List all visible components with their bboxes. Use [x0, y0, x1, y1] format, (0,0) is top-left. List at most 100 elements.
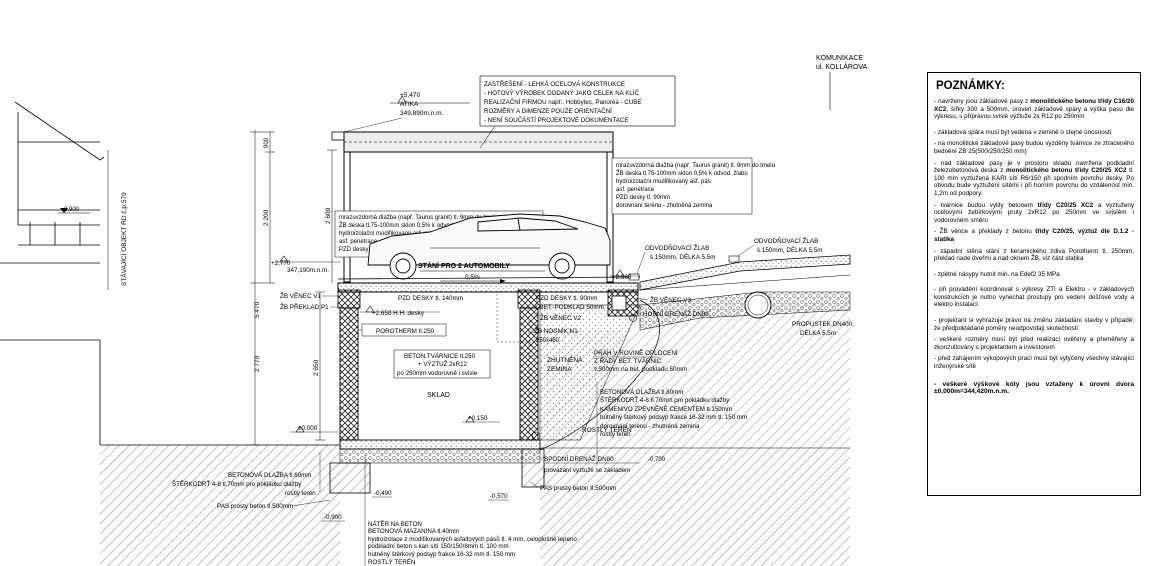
svg-text:2,900: 2,900 — [64, 207, 80, 213]
floor-right-layers: BETONOVÁ DLAŽBA tl.80mm ŠTĚRKODRŤ 4-8 tl… — [596, 382, 747, 465]
road-label: KOMUNIKACE ul. KOLLÁROVA — [816, 55, 868, 71]
svg-text:REALIZAČNÍ FIRMOU např.: Hobby: REALIZAČNÍ FIRMOU např.: Hobbytec, Panor… — [484, 99, 642, 106]
level-0150: +0,150 — [462, 415, 500, 423]
ring-beams — [337, 289, 639, 317]
svg-text:asf. penetrace: asf. penetrace — [339, 239, 378, 245]
note-item: - před zahájením výkopových prací musí b… — [934, 355, 1134, 371]
svg-text:+2,650 H.H. desky: +2,650 H.H. desky — [372, 310, 425, 317]
svg-text:v.500mm na bet. podkladu 50mm: v.500mm na bet. podkladu 50mm — [594, 366, 687, 373]
dim-5470: 5 470 — [254, 301, 261, 318]
label-pas-right: PAS prostý beton tl.500mm — [540, 485, 616, 492]
note-item: - nad základové pasy je v prostoru sklad… — [934, 159, 1134, 197]
label-pzd90: PZD DESKY tl. 90mm — [536, 295, 597, 302]
svg-text:podkladní beton s kari sítí 15: podkladní beton s kari sítí 150/150/8mm … — [368, 543, 509, 550]
note-item: - zpětné násypy hutnit min. na Edef2 35 … — [934, 270, 1060, 278]
svg-text:rostlý terén: rostlý terén — [600, 431, 631, 438]
svg-text:+5,470: +5,470 — [400, 92, 420, 99]
dim-2770: 2 770 — [254, 355, 261, 372]
storage-floor — [329, 439, 545, 494]
svg-text:ATIKA: ATIKA — [400, 101, 419, 108]
label-pas-left: PAS prostý beton tl.500mm — [217, 503, 293, 510]
svg-text:po 250mm vodorovně i svisle: po 250mm vodorovně i svisle — [397, 370, 478, 377]
label-drenaz: HORNÍ DRENÁŽ DN80 — [643, 309, 709, 318]
notes-final: - veškeré výškové kóty jsou vztaženy k ú… — [934, 380, 1134, 396]
svg-text:ŽB deska tl.75-100mm sklon 0,5: ŽB deska tl.75-100mm sklon 0,5% k odvod.… — [339, 221, 471, 229]
svg-text:ul. KOLLÁROVA: ul. KOLLÁROVA — [816, 62, 868, 71]
svg-text:ROZMĚRY A DIMENZE POUZE ORIENT: ROZMĚRY A DIMENZE POUZE ORIENTAČNÍ — [484, 107, 612, 115]
label-pzd140: PZD DESKY tl. 140mm — [398, 295, 463, 302]
note-item: - veškeré rozměry musí být před realizac… — [934, 336, 1134, 351]
svg-text:- NENÍ SOUČÁSTÍ PROJEKTOVÉ DOK: - NENÍ SOUČÁSTÍ PROJEKTOVÉ DOKUMENTACE — [484, 117, 629, 124]
svg-text:+0,150: +0,150 — [468, 415, 488, 422]
level-zero: ±0,000 — [290, 425, 338, 433]
svg-text:-0,700: -0,700 — [648, 457, 666, 463]
beam-n1: ŽB NOSNÍK N1 250x460 — [496, 291, 578, 344]
ground-right — [540, 450, 850, 566]
svg-text:BETONOVÁ DLAŽBA tl.80mm: BETONOVÁ DLAŽBA tl.80mm — [600, 388, 683, 396]
svg-text:asf. penetrace: asf. penetrace — [616, 187, 655, 193]
porotherm-label: POROTHERM tl.250 — [358, 323, 447, 337]
ground-left — [100, 445, 340, 566]
svg-text:mrazuvzdorná dlažba (např. Tau: mrazuvzdorná dlažba (např. Taurus granit… — [339, 215, 498, 221]
svg-text:KOMUNIKACE: KOMUNIKACE — [816, 55, 863, 62]
svg-text:STÁNÍ PRO 2 AUTOMOBILY: STÁNÍ PRO 2 AUTOMOBILY — [418, 261, 510, 270]
svg-text:NÁTĚR NA BETON: NÁTĚR NA BETON — [368, 520, 422, 528]
svg-text:347,190m.n.m.: 347,190m.n.m. — [287, 267, 329, 274]
label-zb-venec-v3: ŽB VĚNEC V3 — [650, 295, 691, 304]
svg-text:hutněný štěrkový podsyp frakce: hutněný štěrkový podsyp frakce 16-32 mm … — [368, 551, 515, 558]
compacted-soil — [539, 304, 641, 441]
svg-text:dorovnání terénu - zhutněná ze: dorovnání terénu - zhutněná zemina — [600, 423, 700, 430]
svg-text:ODVODŇOVACÍ ŽLAB: ODVODŇOVACÍ ŽLAB — [754, 236, 818, 245]
roof-note: ZASTŘEŠENÍ - LEHKÁ OCELOVÁ KONSTRUKCE - … — [479, 75, 676, 127]
svg-text:hydroizolační modifikovaný asf: hydroizolační modifikovaný asf. pás — [616, 179, 711, 185]
svg-text:±0,000: ±0,000 — [298, 425, 318, 432]
attic-level: +5,470 ATIKA 349,890m.n.m. — [343, 92, 470, 133]
svg-text:- HOTOVÝ VÝROBEK DODANÝ JAKO C: - HOTOVÝ VÝROBEK DODANÝ JAKO CELEK NA KL… — [484, 90, 639, 97]
note-item: - navrženy jsou základové pasy z monolit… — [934, 98, 1134, 121]
compacted-soil-label: ZHUTNĚNÁ ZEMINA — [547, 355, 583, 373]
svg-text:hydroizolační modifikovaný asf: hydroizolační modifikovaný asf. pás — [339, 231, 434, 237]
svg-text:BETONOVÁ DLAŽBA tl.60mm: BETONOVÁ DLAŽBA tl.60mm — [228, 471, 311, 479]
label-rostly-teren: ROSTLÝ TERÉN — [582, 425, 632, 434]
svg-text:rostlý terén: rostlý terén — [285, 490, 316, 497]
existing-level-marker: 2,900 — [58, 207, 90, 214]
svg-text:PZD desky tl. 90mm: PZD desky tl. 90mm — [616, 195, 670, 201]
svg-text:BETONOVÁ MAZANINA tl.40mm: BETONOVÁ MAZANINA tl.40mm — [368, 528, 459, 535]
parking-slab: STÁNÍ PRO 2 AUTOMOBILY 0,5% — [337, 261, 641, 293]
label-provazani: provázání výztuže se základem — [544, 467, 630, 474]
note-item: - projektant si vyhrazuje právo na změnu… — [934, 317, 1134, 332]
dim-2650: 2 650 — [313, 359, 320, 376]
svg-text:ZASTŘEŠENÍ - LEHKÁ OCELOVÁ KON: ZASTŘEŠENÍ - LEHKÁ OCELOVÁ KONSTRUKCE — [484, 80, 625, 88]
left-ground-layers: BETONOVÁ DLAŽBA tl.60mm ŠTĚRKODRŤ 4-8 tl… — [172, 452, 321, 497]
svg-text:ŠTĚRKODRŤ 4-8 tl.70mm pro pokl: ŠTĚRKODRŤ 4-8 tl.70mm pro pokládku dlažb… — [172, 480, 302, 488]
svg-text:ŠTĚRKODRŤ 4-8 tl.70mm pro pokl: ŠTĚRKODRŤ 4-8 tl.70mm pro pokládku dlažb… — [600, 396, 730, 404]
section-drawing: KOMUNIKACE ul. KOLLÁROVA STÁVAJÍCÍ OBJEK… — [0, 55, 868, 566]
label-propustek: PROPUSTEK DN400, DÉLKA 5,5m — [792, 321, 854, 337]
drainage-channels — [531, 255, 772, 441]
svg-text:349,890m.n.m.: 349,890m.n.m. — [400, 110, 444, 117]
svg-text:hutněný štěrkový podsyp frakce: hutněný štěrkový podsyp frakce 16-32 mm … — [600, 414, 747, 421]
svg-text:š.150mm, DÉLKA 5,5m: š.150mm, DÉLKA 5,5m — [757, 245, 822, 254]
dimension-lines — [250, 130, 337, 446]
existing-building — [0, 101, 109, 445]
label-zb-preklad-p1: ŽB PŘEKLAD P1 — [280, 302, 329, 311]
svg-text:PZD desky tl. 140mm: PZD desky tl. 140mm — [339, 247, 396, 253]
svg-text:+2,560: +2,560 — [612, 274, 632, 281]
label-bet-podklad: + BET. PODKLAD 50mm — [534, 304, 604, 311]
room-storage: SKLAD — [427, 392, 450, 399]
tvarnice-note: BETON.TVÁRNICE tl.250 + VÝZTUŽ 2xR12 po … — [393, 349, 491, 379]
notes-panel: POZNÁMKY: - navrženy jsou základové pasy… — [927, 72, 1141, 496]
notes-title: POZNÁMKY: — [936, 80, 1005, 92]
svg-text:ŽB deska tl.75-100mm sklon 0,5: ŽB deska tl.75-100mm sklon 0,5% k odvod.… — [616, 169, 748, 177]
svg-text:ODVODŇOVACÍ ŽLAB: ODVODŇOVACÍ ŽLAB — [645, 243, 709, 252]
label-spodni-drenaz: SPODNÍ DRENÁŽ DN80 — [544, 454, 614, 463]
svg-text:-0,900: -0,900 — [324, 514, 342, 521]
svg-text:ZEMINA: ZEMINA — [547, 366, 572, 373]
svg-text:-0,490: -0,490 — [374, 490, 392, 497]
road-surface — [539, 254, 851, 451]
hh-deska-level: +2,650 H.H. desky — [360, 305, 440, 317]
svg-text:0,5%: 0,5% — [465, 274, 480, 281]
svg-text:ZHUTNĚNÁ: ZHUTNĚNÁ — [547, 355, 583, 364]
dim-2600: 2 600 — [325, 207, 332, 224]
svg-text:ŽB NOSNÍK N1: ŽB NOSNÍK N1 — [534, 326, 578, 335]
